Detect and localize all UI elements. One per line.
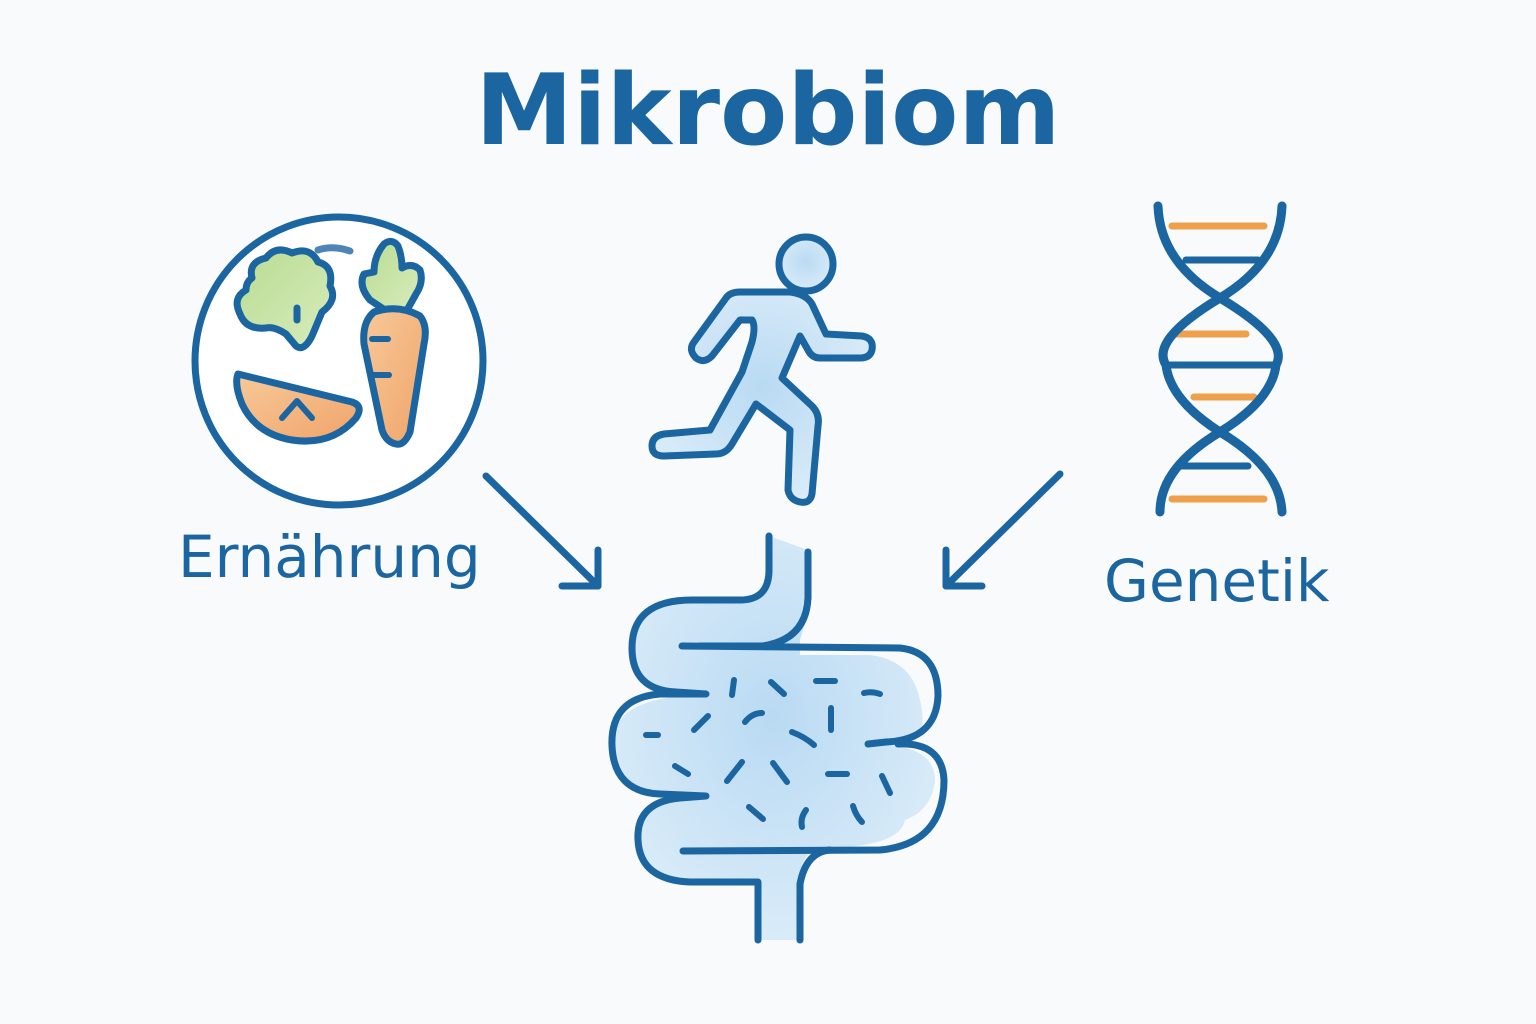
intestine-microbiome-icon — [608, 532, 948, 944]
label-genetik: Genetik — [1104, 547, 1330, 615]
dna-helix-icon — [1153, 201, 1287, 517]
arrow-down-left-icon — [942, 470, 1064, 590]
diagram-title: Mikrobiom — [475, 54, 1061, 168]
running-person-icon — [648, 233, 876, 506]
label-ernaehrung: Ernährung — [178, 523, 481, 591]
arrow-down-right-icon — [482, 472, 602, 590]
plate-vegetables-icon — [191, 213, 487, 509]
